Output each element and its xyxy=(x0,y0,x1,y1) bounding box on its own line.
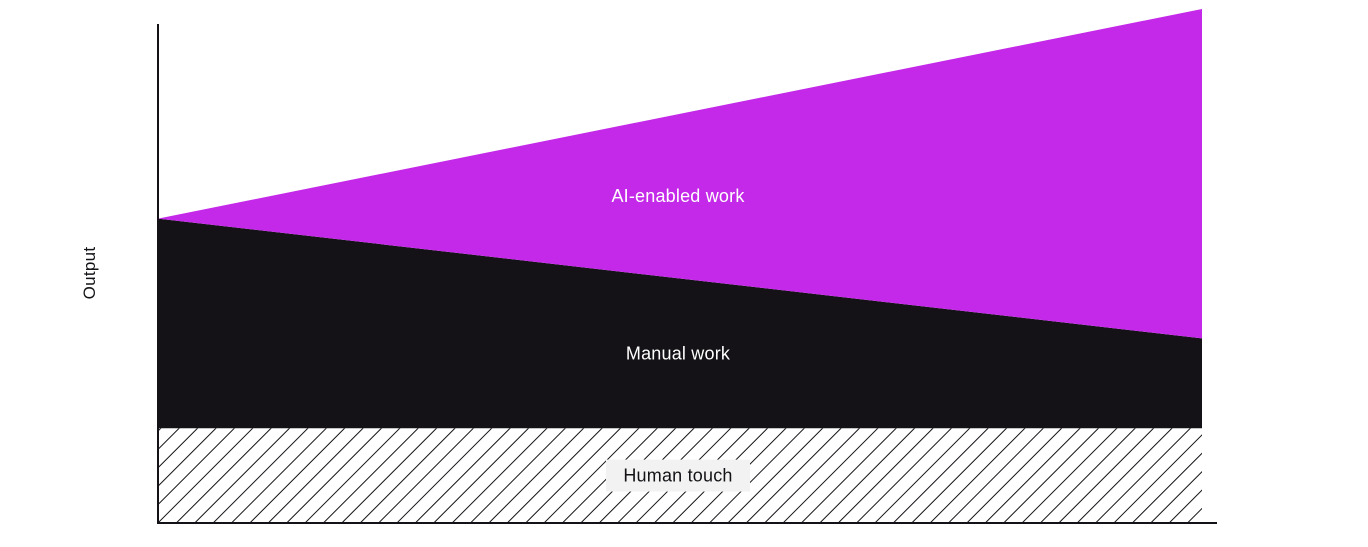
area-label-text-manual-work: Manual work xyxy=(626,343,731,363)
area-ai-enabled-work xyxy=(158,9,1202,339)
area-label-manual-work: Manual work xyxy=(626,343,731,363)
area-layers xyxy=(158,9,1202,523)
area-label-ai-enabled-work: AI-enabled work xyxy=(611,186,745,206)
area-label-text-human-touch: Human touch xyxy=(623,466,732,486)
area-label-text-ai-enabled-work: AI-enabled work xyxy=(611,186,745,206)
axes xyxy=(157,24,1217,524)
area-manual-work xyxy=(158,218,1202,429)
area-label-bg-human-touch xyxy=(606,459,750,492)
area-label-human-touch: Human touch xyxy=(606,459,750,492)
y-axis-label: Output xyxy=(80,247,99,300)
area-labels: Human touch Manual work AI-enabled work xyxy=(606,186,750,492)
